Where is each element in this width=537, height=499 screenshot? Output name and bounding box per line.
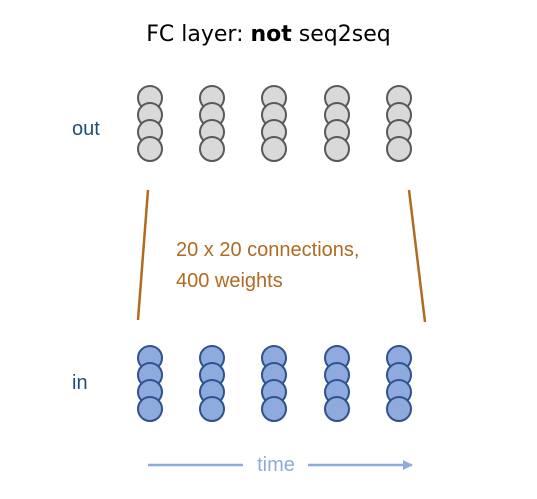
output-node [199,136,225,162]
input-node [261,396,287,422]
time-label: time [257,454,295,476]
input-node-column [199,345,225,422]
output-node-column [261,85,287,162]
title-suffix: seq2seq [291,22,391,47]
in-label: in [72,372,88,394]
input-node-column [324,345,350,422]
output-node-column [386,85,412,162]
output-node-column [324,85,350,162]
input-node-column [137,345,163,422]
output-node [324,136,350,162]
input-node-column [386,345,412,422]
output-node-columns [137,85,412,162]
output-node [261,136,287,162]
output-node [137,136,163,162]
output-node [386,136,412,162]
output-node-column [137,85,163,162]
connections-count-text: 20 x 20 connections, [176,239,359,261]
input-node [137,396,163,422]
weights-count-text: 400 weights [176,270,283,292]
connection-line-right [407,189,427,323]
title-prefix: FC layer: [146,22,251,47]
diagram-title: FC layer: not seq2seq [0,22,537,47]
out-label: out [72,118,100,140]
input-node-columns [137,345,412,422]
input-node-column [261,345,287,422]
input-node [324,396,350,422]
title-bold-word: not [250,22,292,47]
connection-line-left [136,189,150,321]
output-node-column [199,85,225,162]
input-node [199,396,225,422]
input-node [386,396,412,422]
